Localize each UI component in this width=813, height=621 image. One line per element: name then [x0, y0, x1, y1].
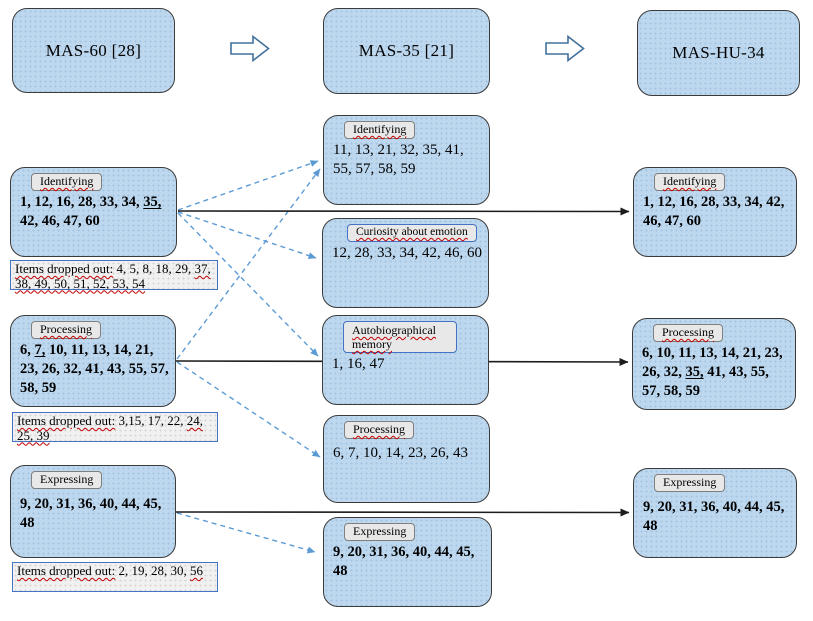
item-numbers: 6, 10, 11, 13, 14, 21, 23, 26, 32, 35, 4… — [642, 345, 783, 399]
subscale-chip-label: Identifying — [353, 122, 407, 136]
arrow-expressing-to-hu-expressing — [175, 508, 630, 517]
mas60-identifying-box: Identifying 1, 12, 16, 28, 33, 34, 35, 4… — [10, 167, 177, 257]
mas35-expressing-box: Expressing 9, 20, 31, 36, 40, 44, 45, 48 — [323, 517, 492, 607]
subscale-chip: Processing — [31, 321, 101, 339]
subscale-chip-label: Identifying — [40, 174, 94, 188]
subscale-chip-label: Processing — [662, 325, 714, 339]
mas35-curiosity-box: Curiosity about emotion 12, 28, 33, 34, … — [322, 218, 489, 308]
arrow-identifying-to-curiosity — [177, 211, 317, 259]
dashed-mapping-arrows — [176, 160, 321, 554]
item-numbers: 11, 13, 21, 32, 35, 41, 55, 57, 58, 59 — [333, 142, 464, 177]
subscale-chip: Expressing — [31, 471, 103, 489]
item-numbers: 6, 7, 10, 11, 13, 14, 21, 23, 26, 32, 41… — [20, 342, 169, 396]
subscale-chip: Curiosity about emotion — [347, 224, 477, 242]
block-arrow-icon — [230, 34, 270, 63]
header-box-mas60: MAS-60 [28] — [12, 8, 175, 93]
arrow-identifying-to-autobiographical — [177, 212, 319, 357]
block-arrow-icon — [545, 34, 585, 63]
item-numbers: 1, 12, 16, 28, 33, 34, 35, 42, 46, 47, 6… — [20, 194, 162, 229]
mas60-expressing-box: Expressing 9, 20, 31, 36, 40, 44, 45, 48 — [10, 465, 176, 558]
item-numbers: 9, 20, 31, 36, 40, 44, 45, 48 — [333, 544, 475, 579]
header-label: MAS-60 [28] — [45, 40, 142, 60]
item-numbers: 9, 20, 31, 36, 40, 44, 45, 48 — [20, 496, 162, 531]
header-box-mas35: MAS-35 [21] — [323, 8, 490, 94]
mas60-processing-dropped-items: Items dropped out: 3,15, 17, 22, 24, 25,… — [12, 412, 218, 442]
subscale-chip: Identifying — [344, 121, 416, 139]
item-numbers: 1, 12, 16, 28, 33, 34, 42, 46, 47, 60 — [643, 194, 785, 229]
subscale-chip-label: Curiosity about emotion — [356, 226, 468, 238]
mas35-autobiographical-box: Autobiographical memory 1, 16, 47 — [322, 315, 489, 405]
arrow-expressing-to-expressing — [176, 512, 316, 554]
arrow-processing-to-processing — [176, 361, 321, 458]
item-numbers: 12, 28, 33, 34, 42, 46, 60 — [332, 245, 482, 261]
underlined-item: 7, — [34, 342, 46, 358]
subscale-chip: Autobiographical memory — [343, 321, 457, 353]
subscale-chip: Processing — [653, 324, 723, 342]
mas60-identifying-dropped-items: Items dropped out: 4, 5, 8, 18, 29, 37, … — [10, 260, 218, 290]
mas35-identifying-box: Identifying 11, 13, 21, 32, 35, 41, 55, … — [323, 115, 490, 205]
mas35-processing-box: Processing 6, 7, 10, 14, 23, 26, 43 — [323, 415, 490, 503]
underlined-item: 35, — [685, 364, 704, 380]
header-box-mas-hu-34: MAS-HU-34 — [637, 10, 800, 96]
subscale-chip-label: Processing — [353, 422, 405, 436]
subscale-chip: Identifying — [654, 173, 726, 191]
item-numbers: 1, 16, 47 — [332, 356, 385, 372]
underlined-item: 35, — [143, 194, 162, 210]
subscale-chip-label: Autobiographical memory — [352, 323, 436, 351]
header-label: MAS-HU-34 — [672, 43, 765, 62]
subscale-chip: Identifying — [31, 173, 103, 191]
subscale-chip-label: Expressing — [40, 472, 94, 486]
mashu34-expressing-box: Expressing 9, 20, 31, 36, 40, 44, 45, 48 — [633, 468, 797, 558]
mas60-expressing-dropped-items: Items dropped out: 2, 19, 28, 30, 56 — [12, 562, 218, 592]
mas60-processing-box: Processing 6, 7, 10, 11, 13, 14, 21, 23,… — [10, 315, 176, 407]
subscale-chip: Processing — [344, 421, 414, 439]
subscale-chip-label: Expressing — [353, 524, 407, 538]
arrow-identifying-to-hu-identifying — [177, 207, 630, 216]
subscale-chip: Expressing — [654, 474, 726, 492]
arrow-processing-to-identifying — [176, 168, 321, 360]
item-numbers: 9, 20, 31, 36, 40, 44, 45, 48 — [643, 499, 785, 534]
subscale-chip-label: Identifying — [663, 174, 717, 188]
arrow-identifying-to-identifying — [177, 160, 319, 211]
item-numbers: 6, 7, 10, 14, 23, 26, 43 — [333, 445, 468, 461]
mashu34-identifying-box: Identifying 1, 12, 16, 28, 33, 34, 42, 4… — [633, 167, 797, 257]
header-label: MAS-35 [21] — [358, 41, 455, 60]
mashu34-processing-box: Processing 6, 10, 11, 13, 14, 21, 23, 26… — [632, 318, 796, 410]
subscale-chip: Expressing — [344, 523, 416, 541]
subscale-chip-label: Expressing — [663, 475, 717, 489]
subscale-chip-label: Processing — [40, 322, 92, 336]
